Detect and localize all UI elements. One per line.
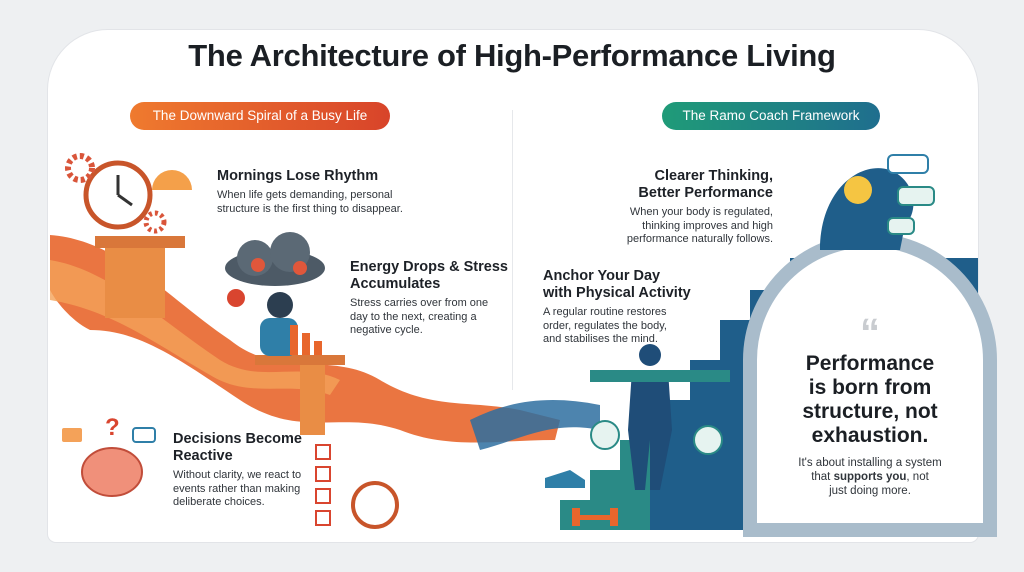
item-desc-line: thinking improves and high <box>642 219 773 232</box>
ledge <box>255 355 345 365</box>
quote-block: “ Performance is born from structure, no… <box>770 311 970 498</box>
message-x-icon <box>62 428 82 442</box>
ledge-pillar <box>300 365 325 435</box>
item-title: Reactive <box>173 448 233 464</box>
item-desc-line: and stabilises the mind. <box>543 333 658 345</box>
section-divider <box>512 110 513 390</box>
quote-subtext: It's about installing a system that supp… <box>798 457 942 497</box>
brain-icon <box>81 447 143 497</box>
item-title: Better Performance <box>638 185 773 201</box>
item-title: Anchor Your Day <box>543 268 661 284</box>
temple-lintel <box>590 370 730 382</box>
item-desc-line: When life gets demanding, personal <box>217 189 393 201</box>
gear-icon-small <box>143 210 167 234</box>
item-title: Accumulates <box>350 276 441 292</box>
head-lightbulb-icon <box>820 168 914 250</box>
item-desc-line: day to the next, creating a <box>350 310 477 323</box>
chat-bubble-icon <box>887 217 915 235</box>
broken-pillar <box>105 248 165 318</box>
running-shoe-icon <box>545 470 585 488</box>
item-desc-line: deliberate choices. <box>173 496 265 508</box>
item-desc-line: Without clarity, we react to <box>173 469 302 481</box>
item-title: with Physical Activity <box>543 285 691 301</box>
alert-icon <box>227 289 245 307</box>
broken-pillar-top <box>95 236 185 248</box>
staircase-lower <box>560 440 650 530</box>
item-desc-line: A regular routine restores <box>543 306 667 318</box>
item-desc-line: events rather than making <box>173 482 301 495</box>
item-desc-line: Stress carries over from one <box>350 297 489 309</box>
clock-icon <box>83 160 153 230</box>
quote-text: Performance is born from structure, not … <box>802 352 938 447</box>
chat-bubble-icon <box>887 154 929 174</box>
item-mornings: Mornings Lose Rhythm When life gets dema… <box>217 168 403 216</box>
chat-bubble-icon <box>132 427 156 443</box>
item-desc-line: order, regulates the body, <box>543 319 667 332</box>
section-label-downward-spiral: The Downward Spiral of a Busy Life <box>130 102 390 130</box>
question-mark-icon: ? <box>105 414 120 441</box>
item-title: Energy Drops & Stress <box>350 259 508 275</box>
chat-bubble-icon <box>897 186 935 206</box>
section-label-ramo-framework: The Ramo Coach Framework <box>662 102 880 130</box>
item-clearer-thinking: Clearer Thinking,Better Performance When… <box>627 168 773 247</box>
dumbbell-icon <box>572 508 618 526</box>
fitness-person-icon <box>693 425 723 455</box>
page-title: The Architecture of High-Performance Liv… <box>188 38 836 73</box>
item-title: Clearer Thinking, <box>654 168 773 184</box>
gear-icon <box>65 153 95 183</box>
sunrise-icon <box>152 170 192 190</box>
compass-icon <box>351 481 399 529</box>
item-desc-line: negative cycle. <box>350 324 423 336</box>
athlete-figure <box>628 344 672 490</box>
item-desc-line: structure is the first thing to disappea… <box>217 202 403 215</box>
transition-swirl <box>470 400 600 450</box>
item-desc-line: performance naturally follows. <box>626 233 773 245</box>
declining-bars-icon <box>290 325 322 355</box>
stressed-person-icon <box>260 292 298 356</box>
progress-stairs-icon <box>590 420 620 450</box>
item-title: Mornings Lose Rhythm <box>217 168 379 184</box>
item-title: Decisions Become <box>173 431 302 447</box>
failed-checklist-icon <box>315 444 331 526</box>
storm-cloud-icon <box>225 232 325 286</box>
quote-mark-icon: “ <box>860 311 880 355</box>
item-desc-line: When your body is regulated, <box>629 206 773 218</box>
